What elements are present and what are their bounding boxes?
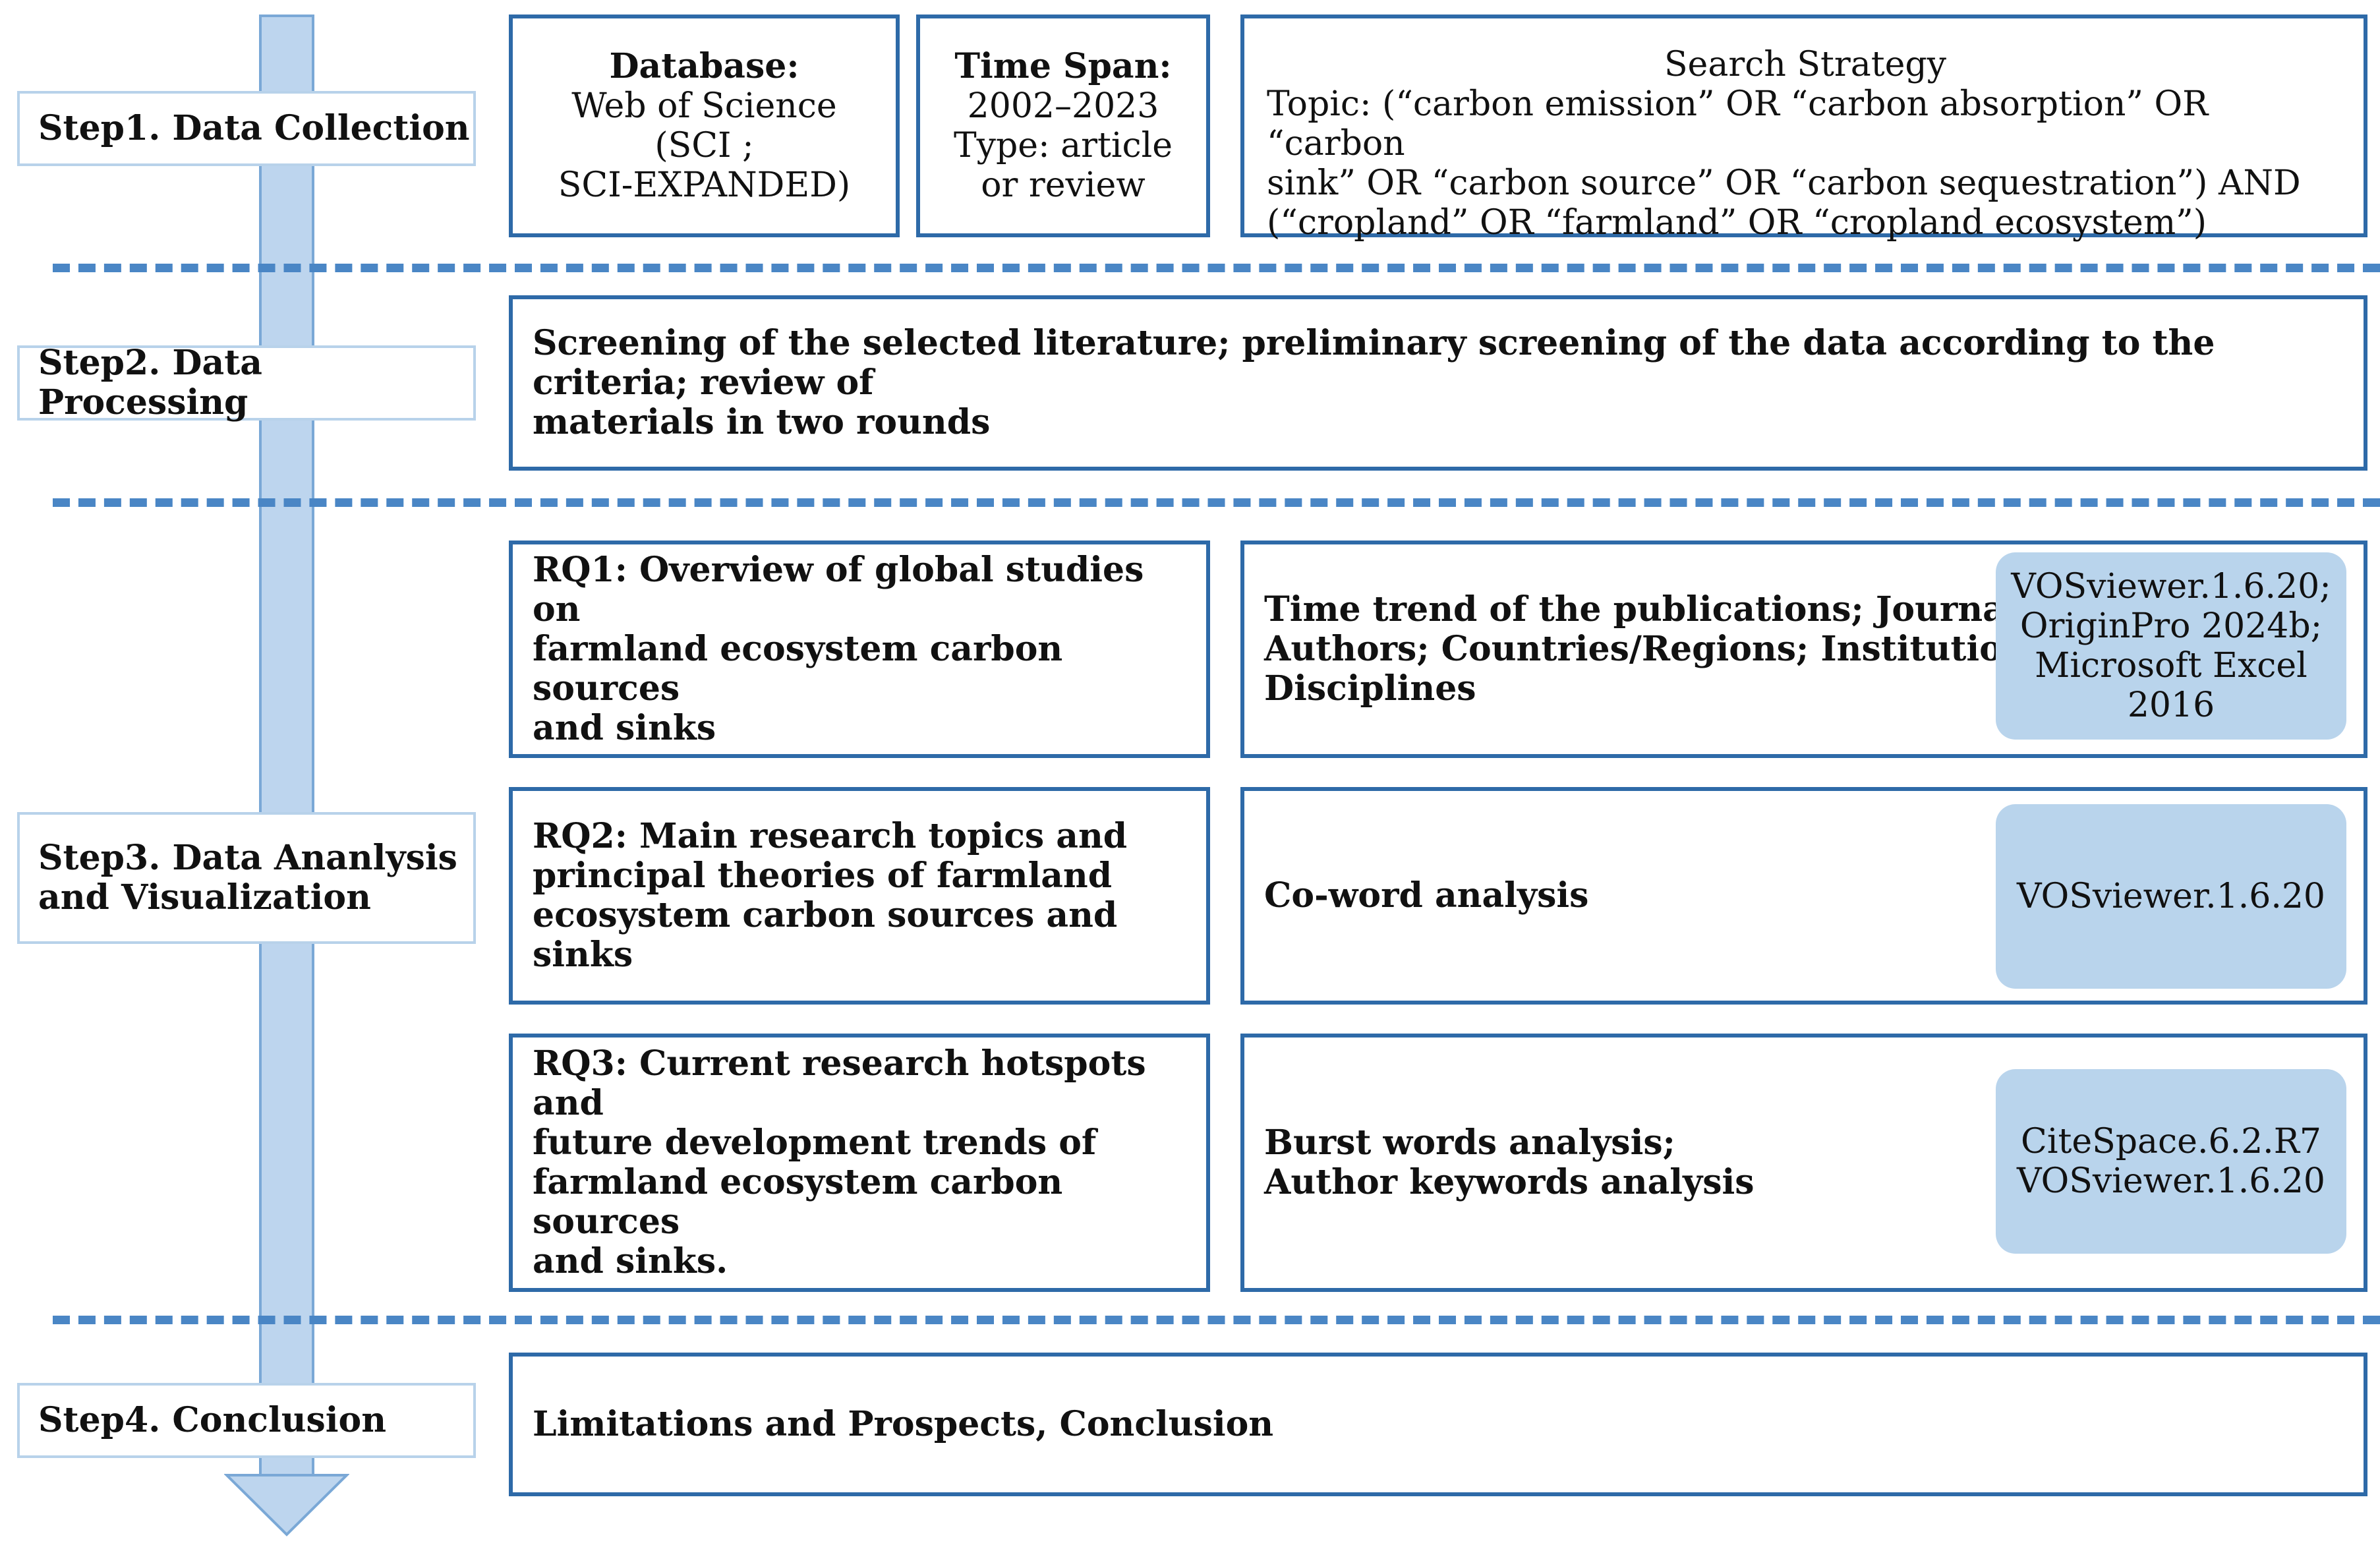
conclusion-box: Limitations and Prospects, Conclusion [509,1353,2367,1496]
step2-label: Step2. Data Processing [17,343,476,423]
separator-2 [53,498,2380,507]
rq2-tools: VOSviewer.1.6.20 [1996,804,2346,989]
rq3-box: RQ3: Current research hotspots and futur… [509,1034,1210,1292]
timespan-box: Time Span: 2002–2023 Type: article or re… [916,15,1210,237]
flow-arrow-head-icon [224,1474,349,1536]
step3-label: Step3. Data Ananlysis and Visualization [17,812,476,944]
separator-3 [53,1316,2380,1324]
processing-box: Screening of the selected literature; pr… [509,295,2367,471]
step4-label: Step4. Conclusion [17,1383,476,1458]
database-box: Database: Web of Science (SCI ; SCI-EXPA… [509,15,900,237]
step1-label: Step1. Data Collection [17,91,476,166]
rq1-tools: VOSviewer.1.6.20; OriginPro 2024b; Micro… [1996,552,2346,740]
search-strategy-box: Search Strategy Topic: (“carbon emission… [1240,15,2367,243]
flow-arrow-shaft [259,15,314,1476]
rq3-tools: CiteSpace.6.2.R7 VOSviewer.1.6.20 [1996,1069,2346,1254]
rq1-box: RQ1: Overview of global studies on farml… [509,541,1210,758]
search-strategy-title: Search Strategy [1664,45,1947,84]
rq2-box: RQ2: Main research topics and principal … [509,787,1210,1005]
separator-1 [53,264,2380,272]
